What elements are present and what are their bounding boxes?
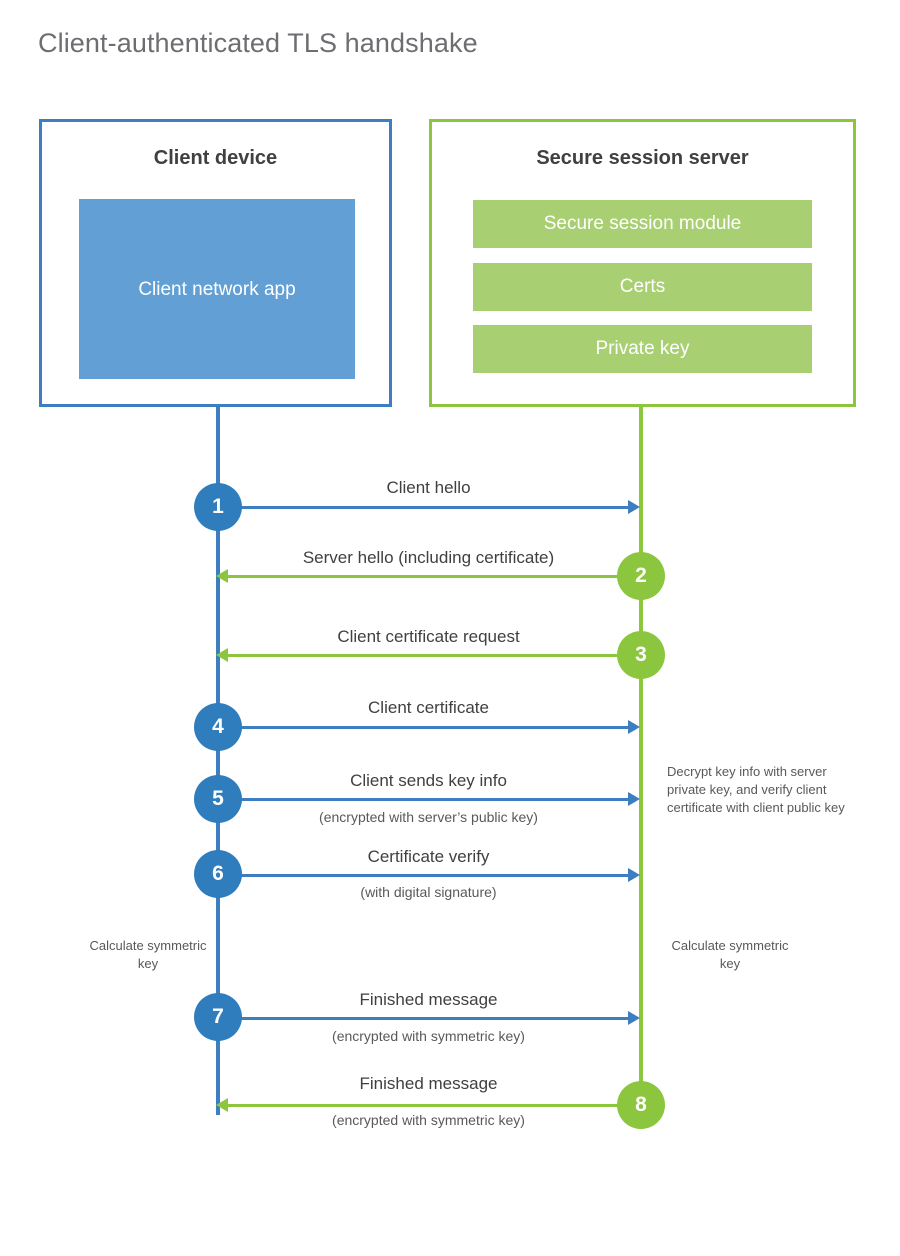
client-network-app-block: Client network app bbox=[79, 199, 355, 379]
step-7-sublabel: (encrypted with symmetric key) bbox=[332, 1028, 525, 1044]
page-title: Client-authenticated TLS handshake bbox=[38, 28, 478, 58]
step-3-arrow-head-icon bbox=[216, 648, 228, 662]
step-6-label: Certificate verify bbox=[367, 847, 490, 866]
step-2-badge[interactable]: 2 bbox=[617, 552, 665, 600]
secure-session-server-title: Secure session server bbox=[536, 147, 749, 169]
step-4-arrow-line bbox=[218, 726, 628, 729]
client-calculate-symmetric-key-note: Calculate symmetric key bbox=[89, 938, 207, 971]
step-7-label: Finished message bbox=[359, 990, 498, 1009]
step-7-arrow-head-icon bbox=[628, 1011, 640, 1025]
client-device-box: Client device Client network app bbox=[39, 119, 392, 407]
step-4-badge[interactable]: 4 bbox=[194, 703, 242, 751]
step-6-arrow-line bbox=[218, 874, 628, 877]
step-1-arrow-line bbox=[218, 506, 628, 509]
step-3-badge[interactable]: 3 bbox=[617, 631, 665, 679]
client-lifeline bbox=[216, 407, 220, 1115]
server-lifeline bbox=[639, 407, 643, 1105]
server-component-secure-session-module: Secure session module bbox=[473, 200, 812, 248]
step-3-label: Client certificate request bbox=[337, 627, 520, 646]
step-1-label: Client hello bbox=[386, 478, 471, 497]
step-6-arrow-head-icon bbox=[628, 868, 640, 882]
secure-session-server-box: Secure session server Secure session mod… bbox=[429, 119, 856, 407]
step-5-badge[interactable]: 5 bbox=[194, 775, 242, 823]
server-component-private-key: Private key bbox=[473, 325, 812, 373]
server-decrypt-note: Decrypt key info with server private key… bbox=[667, 764, 845, 815]
step-1-arrow-head-icon bbox=[628, 500, 640, 514]
step-5-arrow-head-icon bbox=[628, 792, 640, 806]
step-4-arrow-head-icon bbox=[628, 720, 640, 734]
step-2-label: Server hello (including certificate) bbox=[302, 548, 555, 567]
step-8-label: Finished message bbox=[359, 1074, 498, 1093]
client-device-title: Client device bbox=[153, 147, 278, 169]
step-7-badge[interactable]: 7 bbox=[194, 993, 242, 1041]
step-8-arrow-head-icon bbox=[216, 1098, 228, 1112]
step-6-badge[interactable]: 6 bbox=[194, 850, 242, 898]
client-network-app-label: Client network app bbox=[138, 278, 296, 300]
step-2-arrow-line bbox=[228, 575, 641, 578]
step-8-badge[interactable]: 8 bbox=[617, 1081, 665, 1129]
step-4-label: Client certificate bbox=[368, 698, 489, 717]
step-3-arrow-line bbox=[228, 654, 641, 657]
step-2-arrow-head-icon bbox=[216, 569, 228, 583]
step-8-sublabel: (encrypted with symmetric key) bbox=[332, 1112, 525, 1128]
server-component-certs: Certs bbox=[473, 263, 812, 311]
step-8-arrow-line bbox=[228, 1104, 641, 1107]
step-5-arrow-line bbox=[218, 798, 628, 801]
step-5-sublabel: (encrypted with server’s public key) bbox=[319, 809, 538, 825]
step-7-arrow-line bbox=[218, 1017, 628, 1020]
step-5-label: Client sends key info bbox=[350, 771, 507, 790]
server-calculate-symmetric-key-note: Calculate symmetric key bbox=[671, 938, 789, 971]
step-1-badge[interactable]: 1 bbox=[194, 483, 242, 531]
step-6-sublabel: (with digital signature) bbox=[360, 884, 497, 900]
